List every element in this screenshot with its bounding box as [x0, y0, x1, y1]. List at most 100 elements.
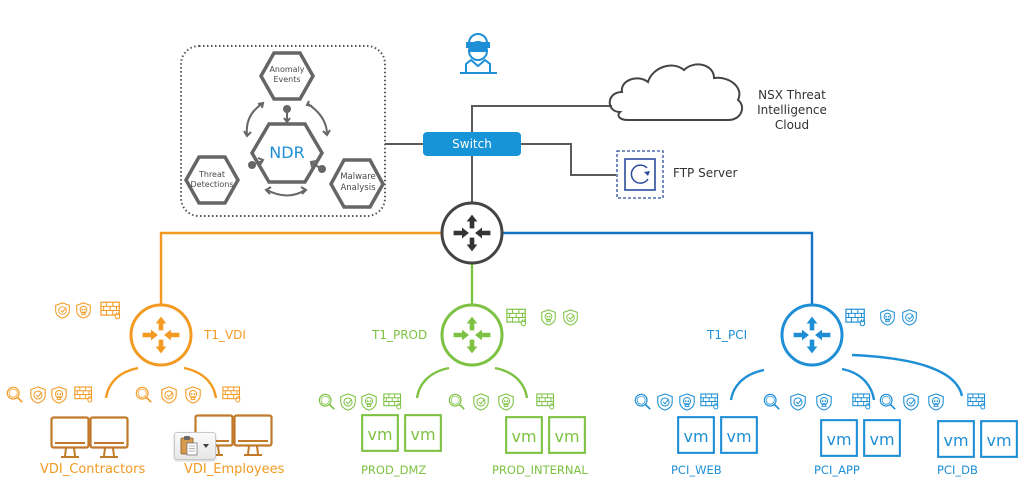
t1-prod-security-icons — [506, 308, 578, 327]
paste-options-button[interactable] — [174, 432, 216, 460]
ftp-server-label: FTP Server — [673, 166, 738, 180]
vm-label: vm — [869, 430, 894, 449]
desktop-icon — [89, 416, 129, 459]
malware-skull-icon — [816, 393, 832, 411]
search-icon — [879, 393, 897, 411]
search-icon — [448, 393, 466, 411]
vm-icon: vm — [361, 414, 399, 452]
ids-shield-icon — [790, 393, 806, 411]
ndr-connectors — [243, 100, 331, 197]
t1-vdi-router-icon — [129, 303, 193, 367]
segment-links — [104, 353, 964, 401]
segment-label-vdi-employees: VDI_Employees — [184, 462, 285, 477]
vm-label: vm — [826, 430, 851, 449]
vm-label: vm — [726, 427, 751, 446]
vm-icon: vm — [677, 416, 715, 454]
t1-pci-label: T1_PCI — [707, 328, 748, 342]
vdi-desktops — [50, 414, 273, 459]
firewall-icon — [222, 386, 241, 403]
hacker-icon — [460, 33, 497, 74]
vm-label: vm — [367, 425, 392, 444]
vm-icon: vm — [548, 416, 586, 454]
t1-prod-router-icon — [440, 303, 504, 367]
vm-label: vm — [511, 427, 536, 446]
vm-label: vm — [943, 431, 968, 450]
firewall-icon — [852, 393, 871, 410]
malware-skull-icon — [880, 309, 895, 326]
firewall-icon — [845, 308, 866, 327]
ndr-group — [180, 45, 386, 217]
segment-label-pci-app: PCI_APP — [814, 463, 860, 477]
desktop-icon — [233, 414, 273, 457]
ids-shield-icon — [473, 393, 489, 411]
t0-router-icon — [440, 201, 504, 265]
search-icon — [634, 393, 652, 411]
vm-icon: vm — [820, 419, 858, 457]
firewall-icon — [74, 386, 93, 403]
vm-icon: vm — [505, 416, 543, 454]
t1-pci-router-icon — [780, 303, 844, 367]
link-t1-vdi — [159, 231, 441, 305]
core-links — [385, 105, 616, 202]
firewall-icon — [967, 393, 986, 410]
ids-shield-icon — [161, 386, 177, 404]
chevron-down-icon — [203, 444, 209, 448]
vm-icon: vm — [404, 414, 442, 452]
vm-icon: vm — [863, 419, 901, 457]
segment-label-prod-dmz: PROD_DMZ — [361, 463, 427, 477]
search-icon — [318, 393, 336, 411]
firewall-icon — [536, 393, 555, 410]
anomaly-events-hexagon — [258, 51, 316, 101]
vm-label: vm — [986, 431, 1011, 450]
ndr-label: NDR — [269, 143, 305, 162]
ids-shield-icon — [30, 386, 46, 404]
t1-pci-security-icons — [845, 308, 917, 327]
switch-node: Switch — [423, 132, 521, 156]
vm-icon: vm — [937, 420, 975, 458]
vm-icon: vm — [720, 416, 758, 454]
malware-skull-icon — [679, 393, 695, 411]
malware-skull-icon — [185, 386, 201, 404]
desktop-icon — [50, 416, 90, 459]
ids-shield-icon — [903, 393, 919, 411]
malware-skull-icon — [76, 302, 91, 319]
segment-label-pci-db: PCI_DB — [937, 463, 978, 477]
threat-detections-hexagon — [183, 155, 241, 205]
firewall-icon — [506, 308, 527, 327]
t1-vdi-security-icons — [55, 301, 121, 320]
ndr-group-border — [180, 45, 386, 217]
ids-shield-icon — [340, 393, 356, 411]
segment-label-prod-internal: PROD_INTERNAL — [492, 463, 588, 477]
ndr-hexagon — [249, 122, 325, 184]
vm-label: vm — [683, 427, 708, 446]
ids-shield-icon — [902, 309, 917, 326]
firewall-icon — [700, 393, 719, 410]
t1-vdi-label: T1_VDI — [204, 328, 246, 342]
switch-label: Switch — [452, 137, 492, 151]
link-t1-pci — [503, 231, 814, 305]
malware-skull-icon — [928, 393, 944, 411]
search-icon — [6, 386, 24, 404]
vm-icon: vm — [980, 420, 1018, 458]
t1-prod-label: T1_PROD — [372, 328, 428, 342]
ids-shield-icon — [657, 393, 673, 411]
segment-security-icons — [6, 386, 986, 411]
malware-skull-icon — [51, 386, 67, 404]
malware-skull-icon — [498, 393, 514, 411]
malware-skull-icon — [361, 393, 377, 411]
firewall-icon — [100, 301, 121, 320]
malware-skull-icon — [541, 309, 556, 326]
clipboard-paste-icon — [180, 436, 209, 456]
search-icon — [135, 386, 153, 404]
cloud-icon — [608, 63, 744, 121]
search-icon — [763, 393, 781, 411]
segment-label-vdi-contractors: VDI_Contractors — [40, 462, 146, 477]
ids-shield-icon — [55, 302, 70, 319]
malware-analysis-hexagon — [328, 158, 386, 209]
